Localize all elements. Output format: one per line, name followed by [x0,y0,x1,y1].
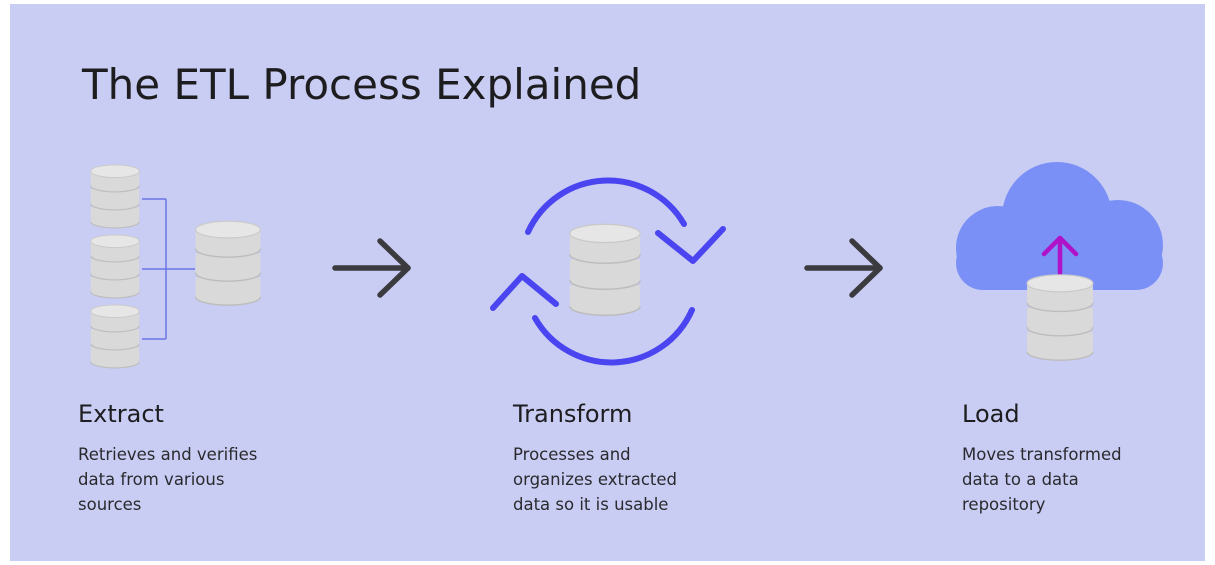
etl-infographic: The ETL Process Explained [10,4,1205,561]
database-refresh-icon [490,177,726,366]
step-title: Extract [78,400,164,428]
refresh-arc-top [525,177,687,235]
arrow-right-icon [804,238,883,298]
etl-diagram [90,162,1163,369]
source-database-3-icon [90,304,140,369]
description-line: data from various [78,470,225,489]
step-load: Load Moves transformed data to a data re… [962,400,1215,517]
description-line: sources [78,495,142,514]
description-line: Processes and [513,445,631,464]
step-transform: Transform Processes and organizes extrac… [513,400,773,517]
refresh-arc-bottom [532,307,695,366]
connector-lines [142,198,195,340]
description-line: Moves transformed [962,445,1122,464]
step-description: Retrieves and verifies data from various… [78,442,338,517]
step-title: Load [962,400,1020,428]
description-line: data to a data [962,470,1079,489]
database-merge-icon [90,164,262,369]
description-line: data so it is usable [513,495,669,514]
step-description: Moves transformed data to a data reposit… [962,442,1215,517]
description-line: repository [962,495,1046,514]
source-database-2-icon [90,234,140,299]
step-title: Transform [513,400,633,428]
description-line: organizes extracted [513,470,678,489]
database-icon [1026,274,1094,361]
refresh-arrowhead-bottom [490,273,559,311]
description-line: Retrieves and verifies [78,445,258,464]
page-title: The ETL Process Explained [82,60,642,109]
staging-database-icon [194,220,262,306]
database-icon [569,223,641,317]
step-description: Processes and organizes extracted data s… [513,442,773,517]
refresh-arrowhead-top [655,226,726,264]
step-extract: Extract Retrieves and verifies data from… [78,400,338,517]
arrow-right-icon [332,238,411,298]
source-database-1-icon [90,164,140,229]
cloud-upload-database-icon [956,162,1163,361]
